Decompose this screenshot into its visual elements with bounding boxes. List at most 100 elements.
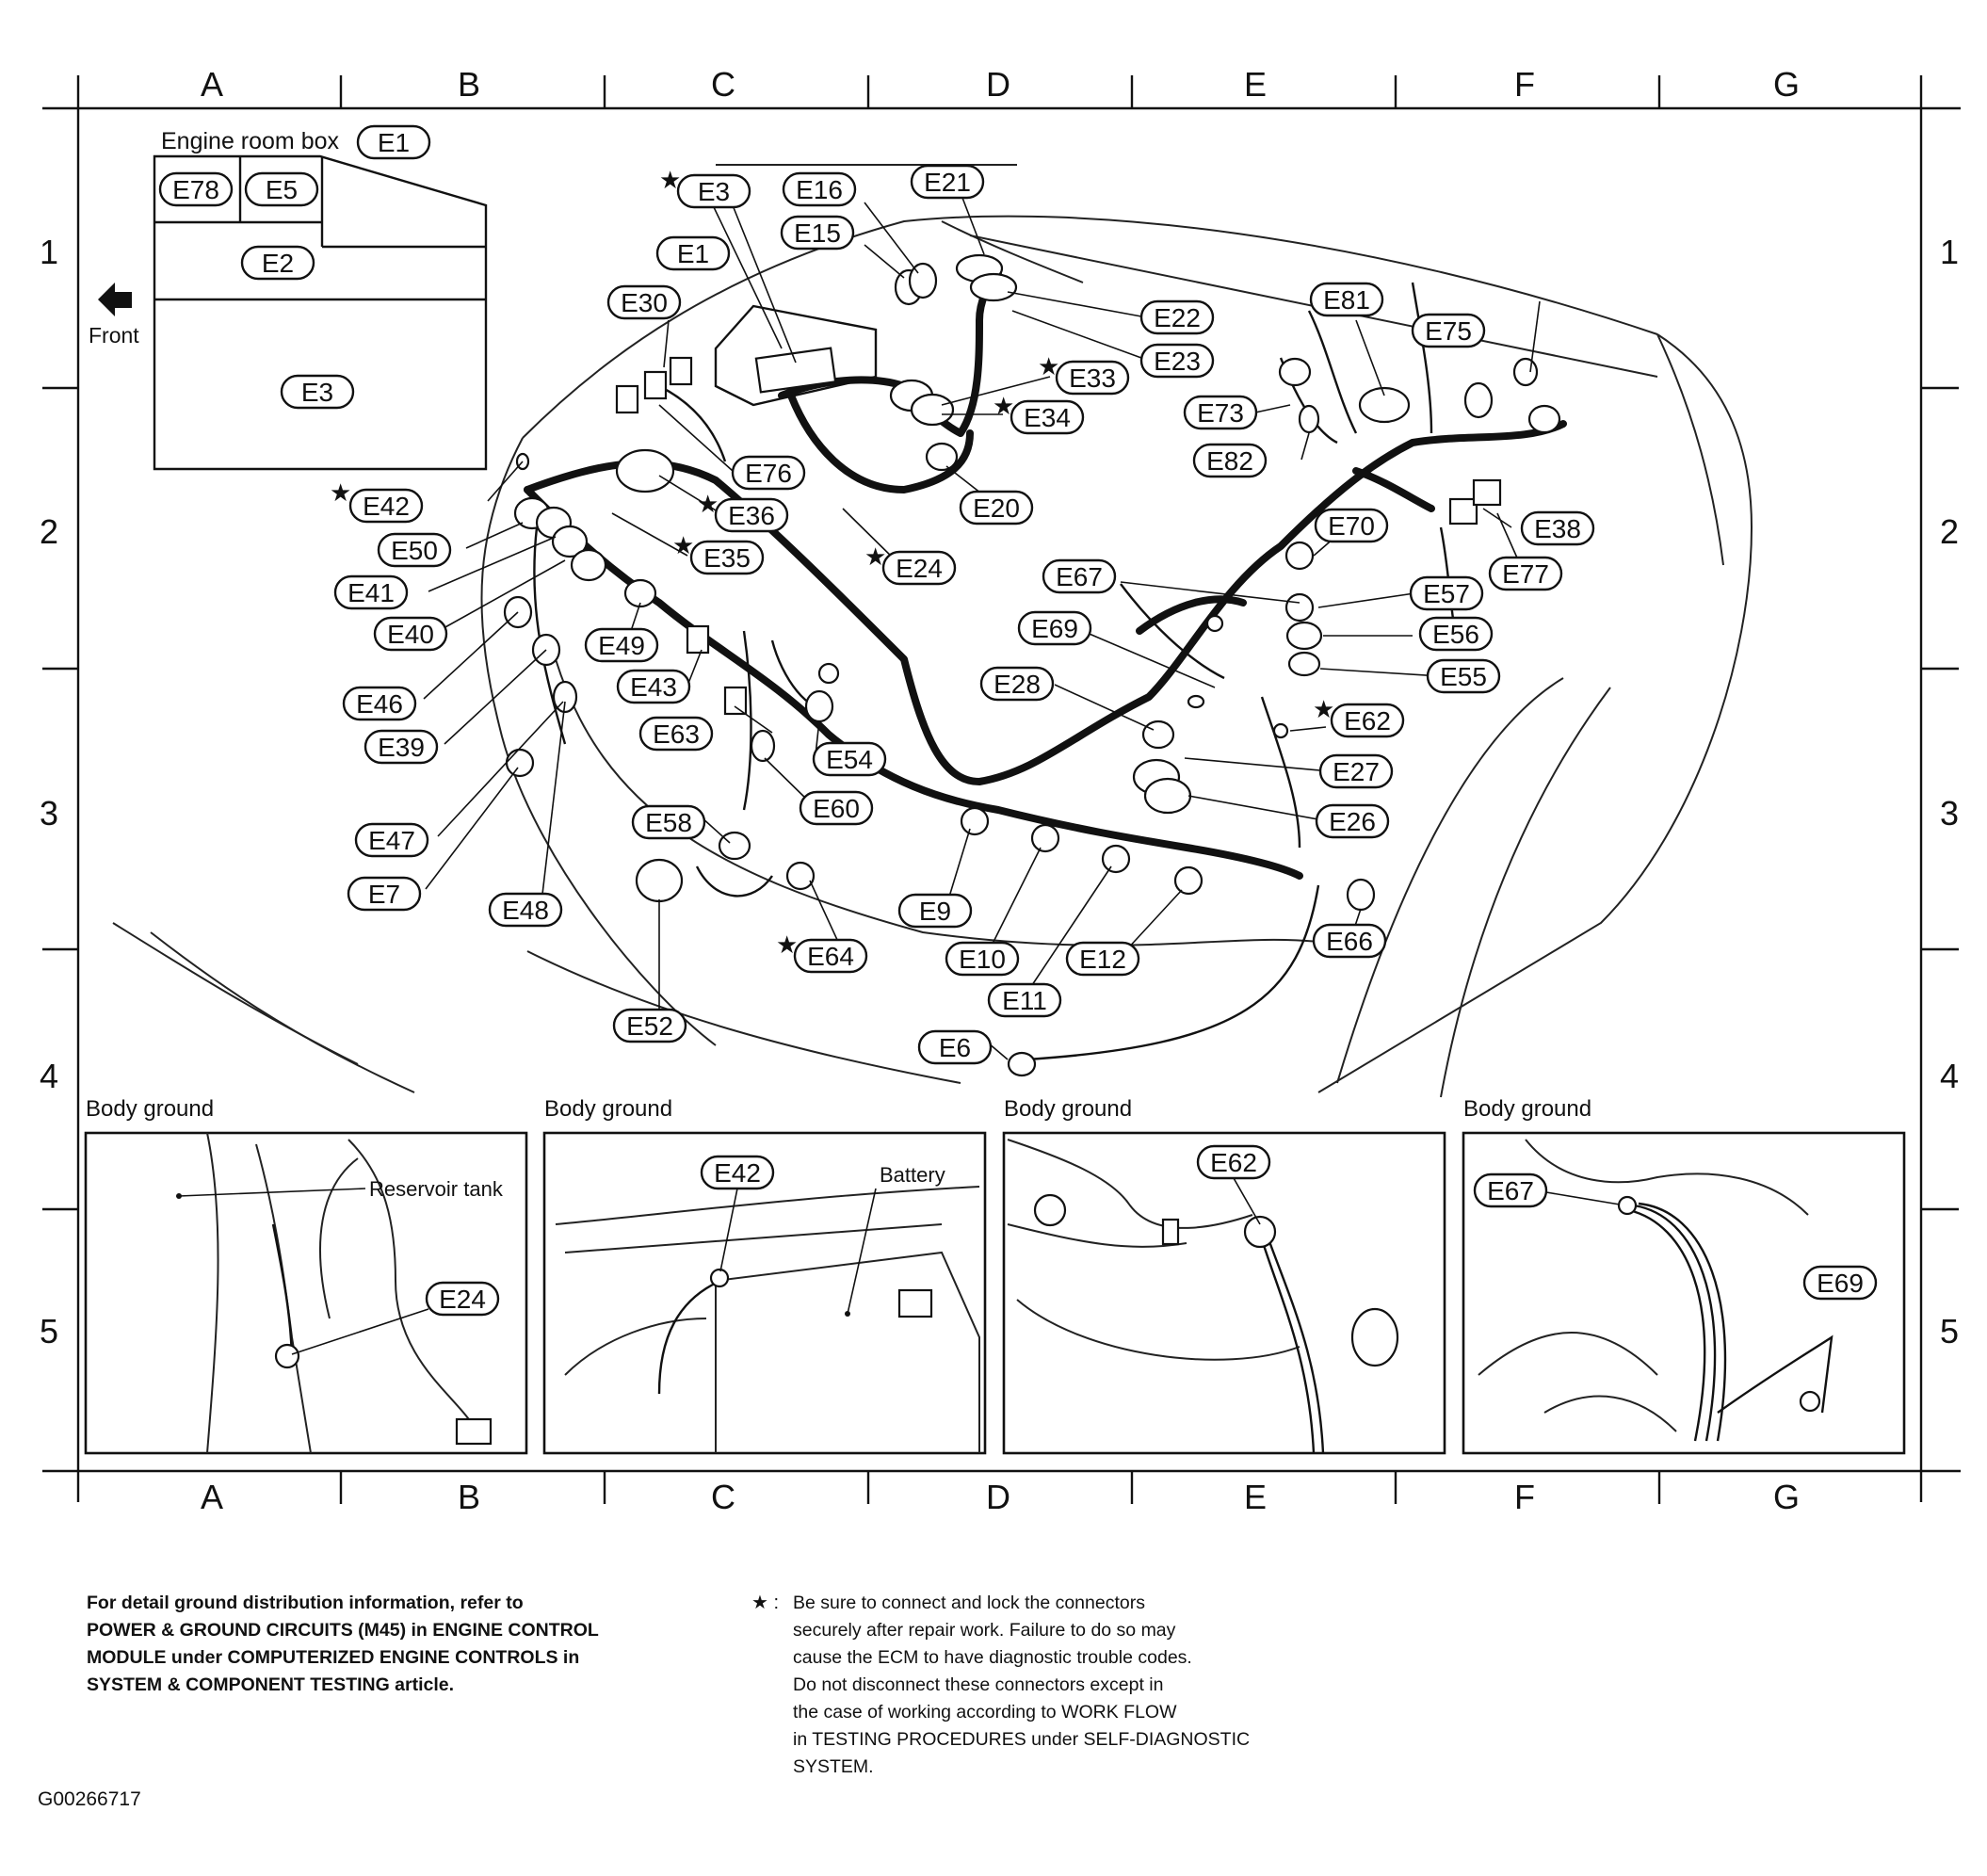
row-label: 3 (1940, 794, 1959, 833)
inset-slot-pill (244, 171, 319, 207)
connector-label: E12 (1079, 945, 1126, 974)
star-marker: ★ (1313, 696, 1334, 724)
star-marker: ★ (697, 491, 719, 519)
col-label: B (458, 1478, 480, 1516)
engine-room-box (714, 304, 878, 407)
col-label: F (1514, 1478, 1535, 1516)
connector-pill (488, 892, 563, 928)
inset-slot: E3 (301, 378, 333, 407)
panel-label: E67 (1487, 1176, 1534, 1205)
connector-pill (1139, 343, 1215, 379)
connector-label: E56 (1432, 620, 1479, 649)
connector-pill (987, 982, 1062, 1018)
connector-label: E3 (698, 177, 730, 206)
row-label: 4 (40, 1057, 58, 1095)
connector-bodies (503, 253, 1561, 1077)
connector-pill (799, 790, 874, 826)
star-marker: ★ (659, 167, 681, 195)
connector-pill (616, 669, 691, 704)
connector-label: E60 (813, 794, 860, 823)
connector-pill (1411, 313, 1486, 348)
panel-connector-pill (425, 1281, 500, 1317)
inset-slot-pill (158, 171, 234, 207)
connector-pill (910, 164, 985, 200)
col-label: A (201, 65, 223, 104)
panel-label: Reservoir tank (369, 1177, 504, 1201)
connector-label: E33 (1069, 364, 1116, 393)
front-arrow-icon (98, 283, 132, 316)
row-label: 1 (1940, 233, 1959, 271)
col-label: A (201, 1478, 223, 1516)
connector-pill (1065, 941, 1140, 977)
row-label: 2 (1940, 512, 1959, 551)
connector-label: E38 (1534, 514, 1581, 543)
detail-panel-battery: Body ground E42 Battery (542, 1096, 987, 1455)
connector-label: E16 (796, 175, 843, 204)
inset-title-connector-pill (356, 124, 431, 160)
connector-label: E49 (598, 631, 645, 660)
connector-pill (1192, 443, 1268, 478)
star-marker: ★ (1038, 353, 1059, 381)
connector-pill (1418, 616, 1494, 652)
connector-pill (333, 574, 409, 610)
connector-label: E11 (1002, 986, 1047, 1015)
inset-slot: E78 (172, 175, 219, 204)
connector-label: E9 (919, 897, 951, 926)
connector-label: E55 (1440, 662, 1487, 691)
connector-pill (959, 490, 1034, 526)
connector-pill (782, 171, 857, 207)
connector-label: E66 (1326, 927, 1373, 956)
connector-label: E28 (994, 670, 1041, 699)
connector-pill (1309, 282, 1384, 317)
connector-label: E63 (653, 720, 700, 749)
connector-callouts: E3 ★ E16 E21 E15 E1 E30 E22 E23 E81 E75 … (330, 164, 1595, 1065)
main-wiring-harness (524, 269, 1567, 1061)
connector-label: E42 (363, 492, 410, 521)
star-legend-marker: ★ : (751, 1593, 780, 1613)
connector-label: E47 (368, 826, 415, 855)
row-label: 5 (1940, 1312, 1959, 1350)
figure-id: G00266717 (38, 1788, 141, 1810)
star-marker: ★ (993, 393, 1014, 421)
connector-label: E82 (1206, 446, 1253, 476)
col-label: B (458, 65, 480, 104)
panel-label: E42 (714, 1158, 761, 1188)
connector-pill (1139, 299, 1215, 335)
connector-label: E77 (1502, 559, 1549, 589)
connector-pill (1426, 658, 1501, 694)
connector-label: E48 (502, 896, 549, 925)
connector-pill (1010, 399, 1085, 435)
connector-label: E15 (794, 218, 841, 248)
connector-label: E58 (645, 808, 692, 837)
connector-pill (631, 804, 706, 840)
connector-label: E10 (959, 945, 1006, 974)
inset-title-connector: E1 (378, 128, 410, 157)
panel-title: Body ground (544, 1096, 672, 1122)
connector-label: E81 (1323, 285, 1370, 315)
connector-pill (354, 822, 429, 858)
connector-pill (348, 488, 424, 524)
connector-pill (1017, 610, 1092, 646)
inset-slot: E5 (266, 175, 298, 204)
connector-label: E41 (347, 578, 395, 607)
connector-label: E43 (630, 672, 677, 702)
connector-label: E22 (1154, 303, 1201, 332)
connector-pill (1409, 575, 1484, 611)
col-label: C (711, 65, 735, 104)
connector-pill (731, 455, 806, 491)
panel-label: E62 (1210, 1148, 1257, 1177)
connector-pill (676, 173, 751, 209)
connector-label: E7 (368, 880, 400, 909)
connector-label: E24 (896, 554, 943, 583)
connector-label: E70 (1328, 511, 1375, 541)
connector-label: E62 (1344, 706, 1391, 736)
col-label: E (1244, 65, 1267, 104)
row-label: 1 (40, 233, 58, 271)
connector-pill (1055, 360, 1130, 396)
connector-label: E46 (356, 689, 403, 719)
connector-label: E67 (1056, 562, 1103, 591)
connector-pill (1314, 508, 1389, 543)
detail-panel-e67-e69: Body ground E67 E69 (1462, 1096, 1906, 1455)
row-label: 5 (40, 1312, 58, 1350)
detail-panel-e62: Body ground E62 (1002, 1096, 1446, 1455)
